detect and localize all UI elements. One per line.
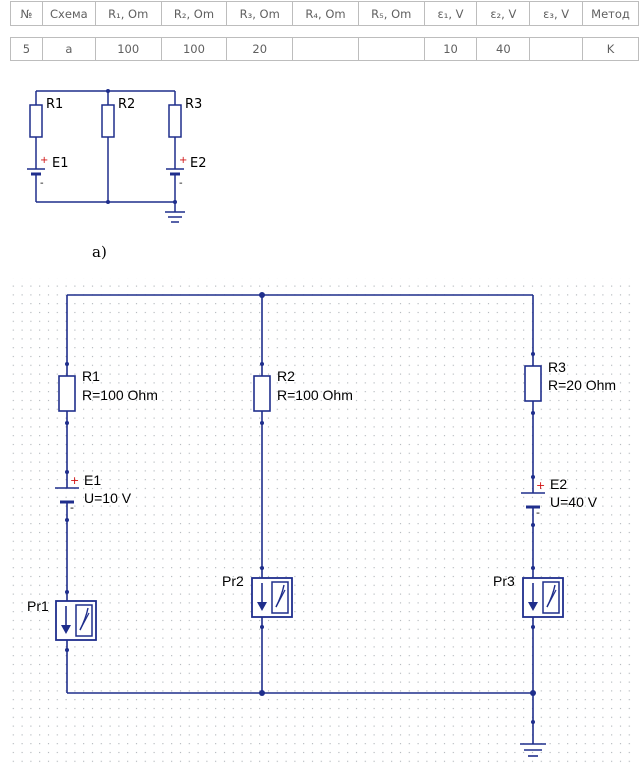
junction-dots [65, 292, 536, 724]
small-r1-label: R1 [46, 97, 63, 112]
header-cell: Метод [582, 1, 639, 26]
r1-value-label: R=100 Ohm [82, 387, 158, 403]
r1-resistor [58, 375, 76, 412]
header-cell: ε₂, V [476, 1, 531, 26]
header-cell: № [10, 1, 43, 26]
e2-name-label: E2 [550, 476, 567, 492]
data-cell: K [582, 37, 639, 61]
svg-text:+: + [536, 479, 545, 492]
grid-background [9, 278, 634, 766]
pr1-label: Pr1 [27, 598, 49, 614]
r3-value-label: R=20 Ohm [548, 377, 616, 393]
data-cell [357, 37, 425, 61]
svg-text:+: + [40, 155, 48, 166]
r2-name-label: R2 [277, 368, 295, 384]
data-cell: 20 [226, 37, 294, 61]
pr3-label: Pr3 [493, 573, 515, 589]
r2-value-label: R=100 Ohm [277, 387, 353, 403]
svg-text:+: + [70, 474, 79, 487]
svg-text:-: - [40, 178, 44, 189]
data-cell: 100 [160, 37, 228, 61]
header-cell: R₂, Om [160, 1, 228, 26]
parameters-table: № Схема R₁, Om R₂, Om R₃, Om R₄, Om R₅, … [10, 1, 639, 61]
svg-text:+: + [179, 155, 187, 166]
schematic-caption: a) [92, 243, 107, 261]
r2-resistor [253, 375, 271, 412]
svg-text:-: - [536, 506, 540, 519]
ground-icon [520, 743, 546, 757]
e1-value-label: U=10 V [84, 490, 132, 506]
small-e2-label: E2 [190, 156, 207, 171]
small-e1-label: E1 [52, 156, 69, 171]
e1-name-label: E1 [84, 472, 101, 488]
header-cell: ε₃, V [529, 1, 584, 26]
header-cell: R₄, Om [292, 1, 359, 26]
pr2-label: Pr2 [222, 573, 244, 589]
data-cell: 40 [476, 37, 531, 61]
pr3-ammeter [522, 577, 564, 618]
small-r2-label: R2 [118, 97, 135, 112]
table-gap-row [10, 25, 639, 38]
header-cell: Схема [41, 1, 96, 26]
data-cell: 100 [94, 37, 162, 61]
data-cell: 5 [10, 37, 43, 61]
header-cell: R₅, Om [357, 1, 425, 26]
data-cell: 10 [423, 37, 478, 61]
e2-value-label: U=40 V [550, 494, 598, 510]
r3-resistor [524, 365, 542, 402]
svg-text:-: - [70, 501, 74, 514]
table-row: 5 a 100 100 20 10 40 K [10, 37, 639, 61]
data-cell [292, 37, 359, 61]
header-cell: ε₁, V [423, 1, 478, 26]
svg-text:-: - [179, 178, 183, 189]
header-cell: R₃, Om [226, 1, 294, 26]
table-header-row: № Схема R₁, Om R₂, Om R₃, Om R₄, Om R₅, … [10, 1, 639, 26]
header-cell: R₁, Om [94, 1, 162, 26]
r1-name-label: R1 [82, 368, 100, 384]
main-wires [66, 294, 534, 744]
pr2-ammeter [251, 577, 293, 618]
data-cell [529, 37, 584, 61]
small-r3-label: R3 [185, 97, 202, 112]
data-cell: a [41, 37, 96, 61]
pr1-ammeter [55, 600, 97, 641]
r3-name-label: R3 [548, 359, 566, 375]
